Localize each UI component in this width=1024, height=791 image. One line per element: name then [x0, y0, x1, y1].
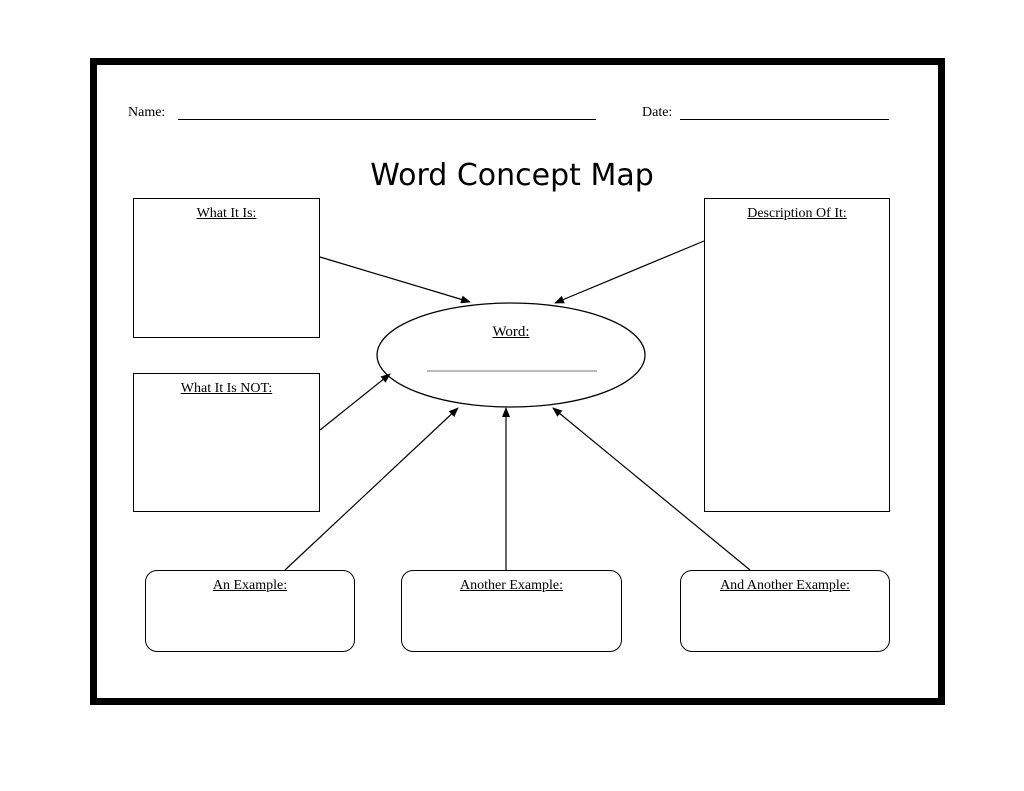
description-label: Description Of It: — [747, 206, 847, 221]
what-it-is-label: What It Is: — [196, 206, 257, 221]
what-it-is-not-label: What It Is NOT: — [180, 381, 273, 396]
worksheet-border — [90, 58, 945, 705]
arrow-example-3 — [552, 407, 751, 571]
example-2-box[interactable]: Another Example: — [401, 570, 622, 652]
arrow-description — [554, 240, 705, 304]
name-label: Name: — [128, 105, 166, 120]
arrow-what-it-is — [319, 256, 471, 304]
arrow-example-1 — [284, 407, 459, 571]
description-box[interactable]: Description Of It: — [704, 198, 890, 512]
word-label: Word: — [492, 324, 530, 340]
what-it-is-not-box[interactable]: What It Is NOT: — [133, 373, 320, 512]
date-label: Date: — [642, 105, 673, 120]
example-3-label: And Another Example: — [720, 578, 850, 593]
example-1-label: An Example: — [212, 578, 288, 593]
date-field[interactable] — [680, 119, 889, 120]
page-title: Word Concept Map — [370, 158, 654, 193]
what-it-is-box[interactable]: What It Is: — [133, 198, 320, 338]
arrow-what-it-is-not — [319, 373, 391, 431]
example-2-label: Another Example: — [459, 578, 564, 593]
example-1-box[interactable]: An Example: — [145, 570, 355, 652]
word-ellipse — [376, 302, 646, 408]
example-3-box[interactable]: And Another Example: — [680, 570, 890, 652]
name-field[interactable] — [178, 119, 596, 120]
